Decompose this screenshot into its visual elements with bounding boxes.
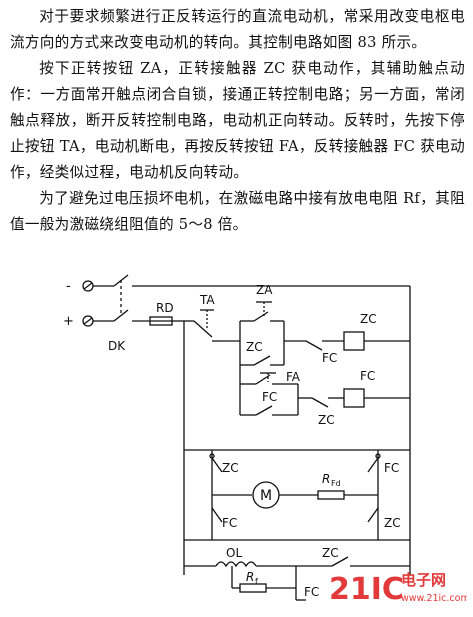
- ta-label: TA: [199, 293, 215, 307]
- paragraph-intro: 对于要求频繁进行正反转运行的直流电动机，常采用改变电枢电流方向的方式来改变电动机…: [10, 8, 465, 51]
- fc-aux-label: FC: [262, 390, 277, 404]
- rf-label: R: [246, 570, 254, 584]
- dk-label: DK: [108, 339, 126, 353]
- paragraph-discharge-resistor: 为了避免过电压损坏电机，在激磁电路中接有放电电阻 Rf，其阻值一般为激磁绕组阻值…: [10, 190, 465, 233]
- fc-coil: [343, 388, 365, 408]
- motor-label: M: [260, 488, 272, 504]
- paragraph-operation: 按下正转按钮 ZA，正转接触器 ZC 获电动作，其辅助触点动作：一方面常开触点闭…: [10, 60, 465, 181]
- zc-aux-label: ZC: [246, 340, 263, 354]
- zc-arm-tl-label: ZC: [222, 461, 239, 475]
- fc-field-label: FC: [304, 585, 319, 599]
- field-winding-ol: [215, 561, 257, 568]
- plus-terminal-label: +: [63, 314, 74, 329]
- fc-arm-bl-label: FC: [222, 516, 237, 530]
- armature-bridge: ZC FC M R Fd FC ZC: [184, 449, 410, 541]
- fc-interlock-label: FC: [322, 351, 337, 365]
- supply-terminals: - +: [63, 279, 114, 329]
- fc-coil-label: FC: [360, 369, 375, 383]
- za-label: ZA: [256, 283, 273, 297]
- watermark-cn: 电子网: [401, 571, 446, 589]
- rf-subscript: f: [255, 577, 258, 586]
- rfd-subscript: Fd: [331, 479, 341, 488]
- resistor-rf: [239, 583, 267, 593]
- watermark-logo: 21IC 电子网 www.21ic.com: [327, 565, 470, 613]
- rfd-label: R: [322, 472, 330, 486]
- fc-arm-tr-label: FC: [384, 461, 399, 475]
- knife-switch-dk: DK: [108, 274, 410, 353]
- circuit-diagram: - + DK RD TA: [63, 274, 411, 601]
- rd-label: RD: [156, 301, 174, 315]
- forward-branch: ZA ZC FC ZC: [220, 283, 410, 366]
- minus-terminal-label: -: [66, 279, 71, 294]
- reverse-branch: FA FC ZC FC: [239, 365, 410, 427]
- zc-interlock-label: ZC: [318, 413, 335, 427]
- stop-button-ta: TA: [184, 293, 220, 342]
- zc-arm-br-label: ZC: [384, 516, 401, 530]
- ol-label: OL: [226, 546, 242, 560]
- watermark-brand: 21IC: [329, 572, 404, 607]
- fuse-rd: RD: [149, 301, 184, 326]
- zc-field-label: ZC: [322, 546, 339, 560]
- watermark-url: www.21ic.com: [401, 593, 467, 604]
- article-text: 对于要求频繁进行正反转运行的直流电动机，常采用改变电枢电流方向的方式来改变电动机…: [0, 0, 473, 238]
- zc-coil-label: ZC: [360, 312, 377, 326]
- resistor-rfd: [317, 490, 345, 500]
- fa-label: FA: [286, 370, 301, 384]
- zc-coil: [343, 331, 365, 351]
- field-circuit: OL R f ZC FC: [184, 546, 410, 601]
